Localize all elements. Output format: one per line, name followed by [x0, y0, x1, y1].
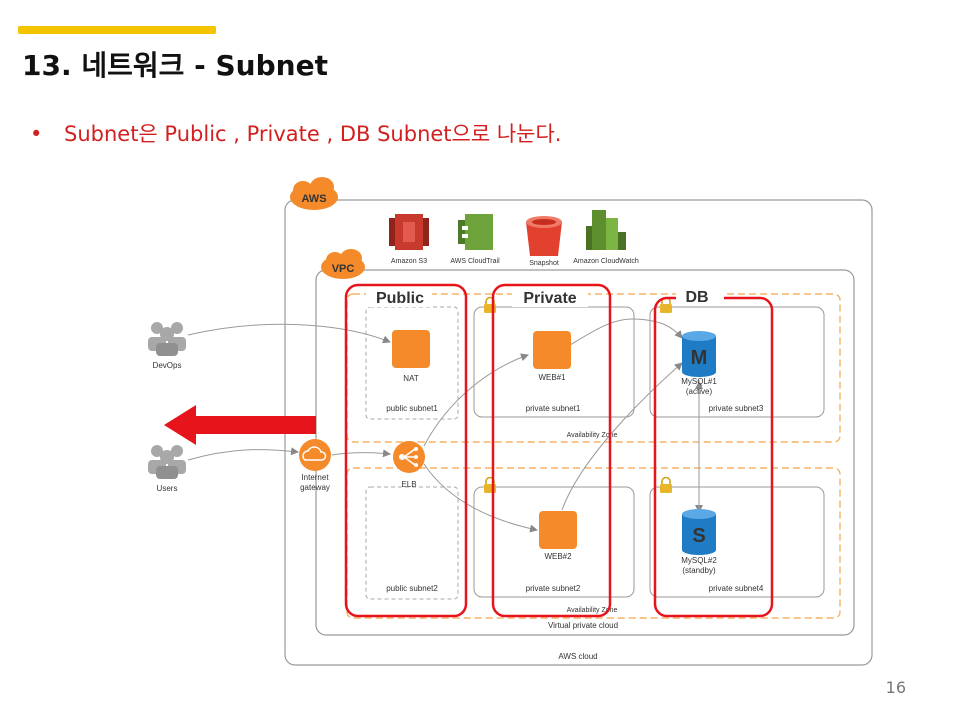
vpc-badge: VPC	[321, 249, 365, 279]
aws-badge: AWS	[290, 177, 338, 210]
title-accent-bar	[18, 26, 216, 34]
bullet-dot: •	[30, 122, 43, 146]
gateway-label-line2: gateway	[300, 483, 330, 492]
bullet-text: Subnet은 Public , Private , DB Subnet으로 나…	[64, 122, 562, 146]
private-group-label: Private	[523, 290, 576, 307]
vpc-label: Virtual private cloud	[548, 621, 618, 630]
private-highlight-box	[491, 283, 612, 618]
internet-gateway-icon	[299, 439, 331, 471]
public-subnet-2	[365, 486, 459, 600]
mysql-active-letter: M	[691, 347, 708, 369]
gateway-label-line1: Internet	[301, 473, 329, 482]
web1-instance-icon	[533, 331, 571, 369]
vpc-badge-text: VPC	[332, 263, 355, 275]
bullet-item: • Subnet은 Public , Private , DB Subnet으로 …	[30, 118, 561, 148]
cloudtrail-icon	[458, 214, 493, 250]
connection-lines	[187, 318, 683, 533]
private-subnet-4	[649, 486, 825, 598]
mysql1-label-line2: (active)	[686, 387, 713, 396]
snapshot-icon	[526, 216, 562, 256]
mysql2-label-line1: MySQL#2	[681, 556, 717, 565]
availability-zone-2	[346, 467, 841, 619]
mysql-standby-letter: S	[692, 525, 705, 547]
private-subnet-1-label: private subnet1	[526, 404, 581, 413]
public-label-bg	[366, 287, 432, 307]
devops-label: DevOps	[153, 361, 182, 370]
snapshot-label: Snapshot	[529, 260, 559, 267]
private-subnet-2	[473, 486, 635, 598]
web1-label: WEB#1	[538, 373, 566, 382]
mysql-standby-db-icon: S	[682, 509, 716, 555]
private-label-bg	[512, 287, 588, 307]
users-label: Users	[157, 484, 178, 493]
red-arrow-icon	[164, 405, 316, 445]
web2-instance-icon	[539, 511, 577, 549]
mysql-active-db-icon: M	[682, 331, 716, 377]
mysql2-label-line2: (standby)	[682, 566, 716, 575]
private-subnet-4-label: private subnet4	[709, 584, 764, 593]
private-subnet-2-label: private subnet2	[526, 584, 581, 593]
slide-title: 13. 네트워크 - Subnet	[22, 49, 328, 82]
zone-label-2: Availability Zone	[567, 607, 618, 614]
cloudwatch-icon	[586, 210, 626, 250]
aws-badge-text: AWS	[301, 193, 326, 205]
public-subnet-2-label: public subnet2	[386, 584, 438, 593]
cloudtrail-label: AWS CloudTrail	[450, 258, 500, 265]
elb-label: ELB	[401, 480, 416, 489]
private-subnet-3-label: private subnet3	[709, 404, 764, 413]
mysql1-label-line1: MySQL#1	[681, 377, 717, 386]
db-label-bg	[676, 286, 724, 306]
public-highlight-box	[344, 283, 468, 618]
cloudwatch-label: Amazon CloudWatch	[573, 258, 639, 265]
db-group-label: DB	[685, 289, 708, 306]
elb-icon	[393, 441, 425, 473]
private-subnet-3	[649, 306, 825, 418]
web2-label: WEB#2	[544, 552, 572, 561]
lock-icon	[660, 476, 672, 493]
s3-icon	[389, 214, 429, 250]
devops-users-icon	[148, 322, 186, 356]
zone-label-1: Availability Zone	[567, 432, 618, 439]
aws-cloud-label: AWS cloud	[558, 652, 597, 661]
nat-instance-icon	[392, 330, 430, 368]
public-subnet-1-label: public subnet1	[386, 404, 438, 413]
users-icon	[148, 445, 186, 479]
page-number: 16	[885, 678, 906, 697]
s3-label: Amazon S3	[391, 258, 427, 265]
public-group-label: Public	[376, 290, 424, 307]
nat-label: NAT	[403, 374, 419, 383]
